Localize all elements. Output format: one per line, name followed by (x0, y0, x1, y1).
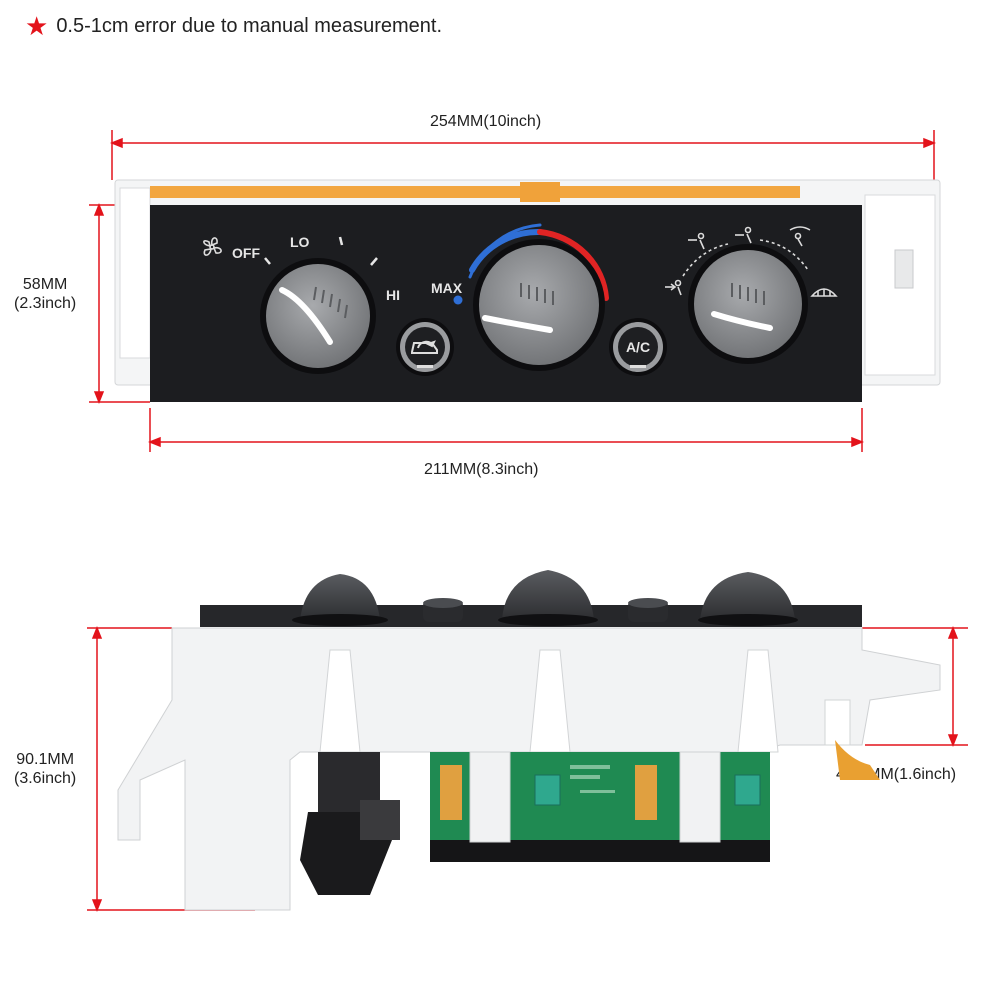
mode-knob-side[interactable] (698, 572, 798, 626)
measurement-note: ★ 0.5-1cm error due to manual measuremen… (25, 13, 442, 39)
max-indicator-dot (453, 295, 463, 305)
fan-lo-label: LO (290, 234, 310, 250)
ac-button-label: A/C (626, 339, 650, 355)
temperature-knob-side[interactable] (498, 570, 598, 626)
vent-mode-icon (665, 279, 682, 296)
total-depth-label: 90.1MM (3.6inch) (14, 750, 76, 788)
total-depth-in: (3.6inch) (14, 770, 77, 787)
total-width-label: 254MM(10inch) (430, 113, 542, 130)
temperature-scale (468, 223, 609, 301)
dimension-lines-side (87, 625, 968, 913)
front-view: OFF LO HI (114, 179, 941, 402)
front-height-mm: 58MM (22, 276, 68, 293)
mode-icons (665, 226, 838, 297)
dimension-lines-front (89, 130, 937, 452)
fan-icon (203, 237, 222, 256)
side-view (117, 570, 941, 911)
front-height-in: (2.3inch) (14, 295, 77, 312)
max-ac-label: MAX (431, 280, 463, 296)
circuit-board (430, 751, 770, 862)
note-text: 0.5-1cm error due to manual measurement. (56, 14, 443, 37)
fan-speed-ticks (264, 236, 378, 266)
star-icon: ★ (25, 11, 49, 41)
bi-level-mode-icon (688, 232, 705, 250)
recirculation-icon (411, 340, 438, 354)
floor-defrost-mode-icon (789, 226, 811, 247)
front-height-label: 58MM (2.3inch) (14, 275, 76, 313)
ac-button[interactable]: A/C (609, 318, 667, 376)
face-width-label: 211MM(8.3inch) (424, 461, 539, 478)
mode-knob[interactable] (688, 244, 808, 364)
temperature-knob[interactable] (473, 239, 605, 371)
total-depth-mm: 90.1MM (16, 751, 75, 768)
fan-speed-knob[interactable] (260, 258, 376, 374)
fan-off-label: OFF (232, 245, 260, 261)
defrost-mode-icon (810, 288, 838, 297)
floor-mode-icon (735, 226, 752, 244)
fan-hi-label: HI (386, 287, 400, 303)
fan-speed-knob-side[interactable] (292, 574, 388, 626)
recirculation-button[interactable] (396, 318, 454, 376)
ac-button-side[interactable] (628, 598, 668, 622)
recirculation-button-side[interactable] (423, 598, 463, 622)
wire-connector (300, 752, 400, 895)
